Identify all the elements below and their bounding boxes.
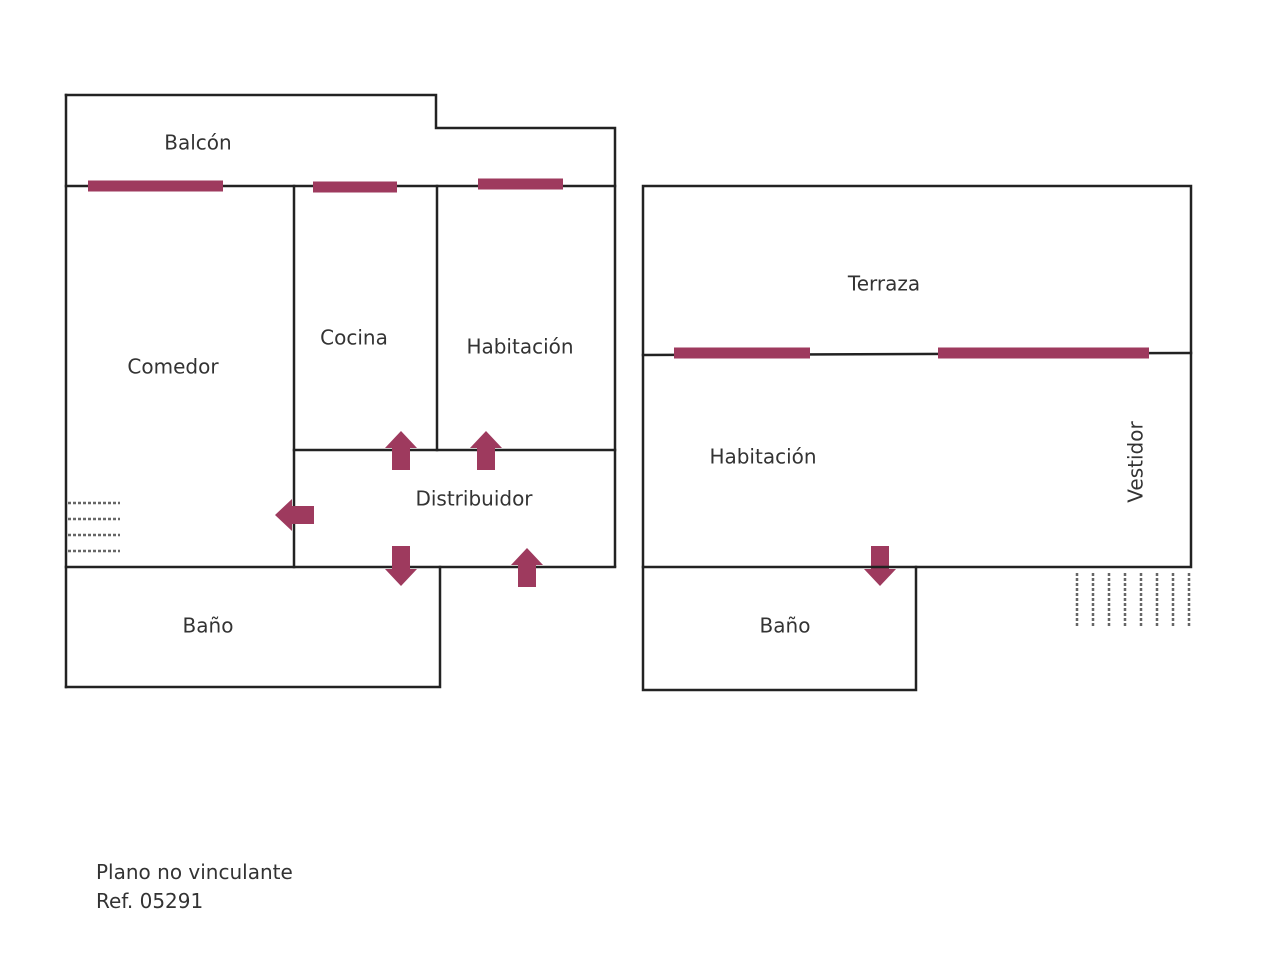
- room-label-habitacion: Habitación: [466, 335, 573, 359]
- room-label-bano: Baño: [183, 614, 234, 638]
- arrow-up-icon: [470, 431, 502, 470]
- room-label-distribuidor: Distribuidor: [415, 487, 533, 511]
- room-label-balcon: Balcón: [164, 131, 231, 155]
- room-label-cocina: Cocina: [320, 326, 388, 350]
- left-floor-windows: [88, 178, 563, 193]
- room-label-vestidor: Vestidor: [1124, 421, 1148, 503]
- room-label-comedor: Comedor: [127, 355, 219, 379]
- footer-note: Plano no vinculante Ref. 05291: [96, 858, 293, 916]
- room-label-habitacion-2: Habitación: [709, 445, 816, 469]
- left-floor-stairs: [68, 501, 120, 553]
- arrow-down-icon: [385, 546, 417, 586]
- disclaimer-text: Plano no vinculante: [96, 860, 293, 884]
- room-label-terraza: Terraza: [847, 272, 920, 296]
- room-label-bano-2: Baño: [760, 614, 811, 638]
- arrow-up-icon: [511, 548, 543, 587]
- arrow-left-icon: [275, 499, 314, 531]
- reference-text: Ref. 05291: [96, 889, 204, 913]
- right-floor-stairs: [1075, 573, 1191, 628]
- door-arrows: [275, 431, 896, 587]
- arrow-up-icon: [385, 431, 417, 470]
